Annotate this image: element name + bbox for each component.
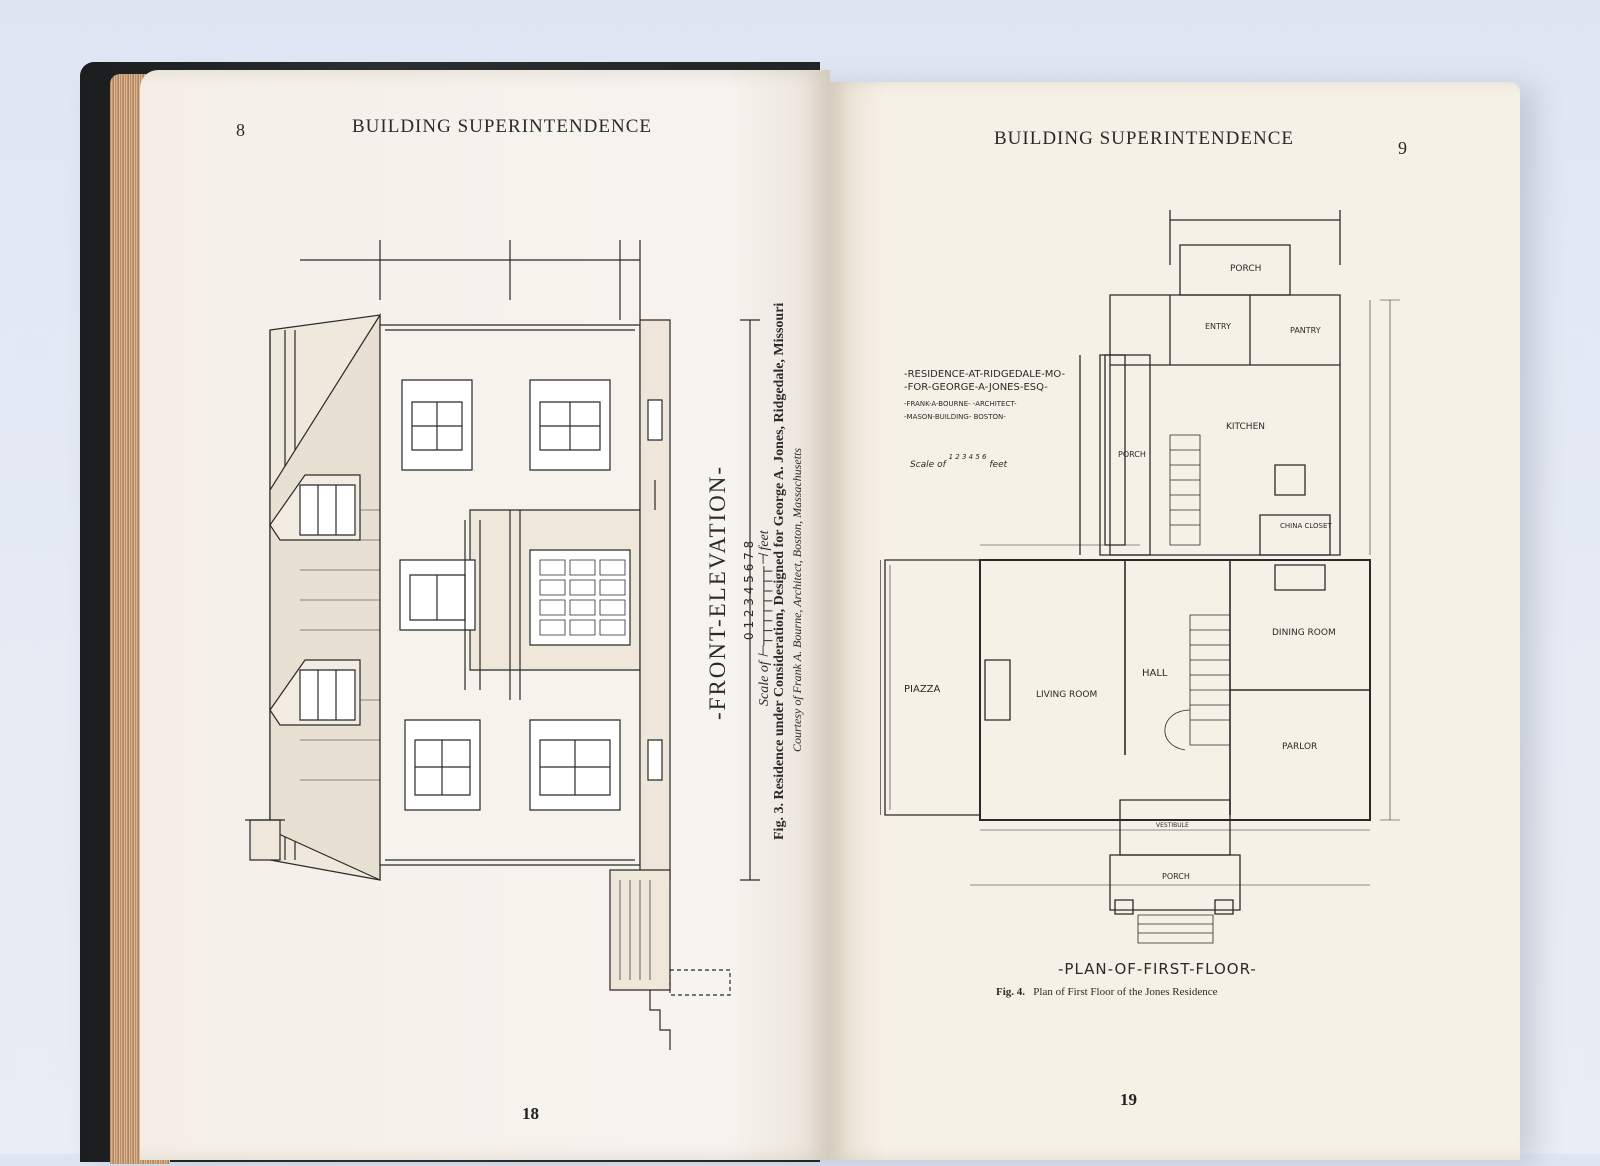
room-porch-side: PORCH (1118, 450, 1146, 459)
fig-4-caption: Fig. 4. Plan of First Floor of the Jones… (996, 986, 1218, 998)
first-floor-plan-drawing (880, 205, 1420, 955)
room-dining-room: DINING ROOM (1272, 628, 1336, 638)
plan-title-block: -RESIDENCE-AT-RIDGEDALE-MO- -FOR-GEORGE-… (904, 368, 1065, 424)
left-folio: 8 (236, 120, 245, 140)
front-elevation-drawing (240, 180, 800, 1060)
front-elevation-title: -FRONT-ELEVATION- (705, 464, 730, 720)
title-block-line1: -RESIDENCE-AT-RIDGEDALE-MO- (904, 369, 1066, 380)
room-china-closet: CHINA CLOSET (1280, 522, 1332, 530)
room-kitchen: KITCHEN (1226, 422, 1265, 432)
room-parlor: PARLOR (1282, 742, 1318, 752)
left-scale-numbers: 0 1 2 3 4 5 6 7 8 (742, 540, 756, 640)
fig-3-credit: Courtesy of Frank A. Bourne, Architect, … (790, 447, 804, 752)
title-block-line3: -FRANK-A-BOURNE- -ARCHITECT- (904, 400, 1017, 408)
right-page-number: 19 (1120, 1090, 1137, 1109)
left-page-number: 18 (522, 1104, 539, 1123)
plan-drawing-title: -PLAN-OF-FIRST-FLOOR- (1058, 960, 1257, 978)
room-hall: HALL (1142, 668, 1168, 679)
room-porch-top: PORCH (1230, 264, 1262, 274)
room-living-room: LIVING ROOM (1036, 690, 1098, 700)
plan-scale-bar: Scale of 1 2 3 4 5 6 feet (910, 453, 1008, 470)
fig-3-caption: Fig. 3. Residence under Consideration, D… (772, 302, 787, 840)
title-block-line4: -MASON-BUILDING- BOSTON- (904, 413, 1006, 421)
room-pantry: PANTRY (1290, 326, 1321, 335)
title-block-line2: -FOR-GEORGE-A-JONES-ESQ- (904, 382, 1048, 393)
room-porch-front: PORCH (1162, 872, 1190, 881)
right-running-head: BUILDING SUPERINTENDENCE (994, 128, 1295, 149)
right-page (830, 82, 1520, 1160)
room-piazza: PIAZZA (904, 684, 941, 695)
room-entry: ENTRY (1205, 322, 1231, 331)
right-folio: 9 (1398, 138, 1407, 158)
room-vestibule: VESTIBULE (1156, 822, 1189, 829)
left-running-head: BUILDING SUPERINTENDENCE (352, 116, 653, 137)
left-scale-label: Scale of ⊢┬┬┬┬┬┬┬┬⊣ feet (757, 530, 772, 706)
